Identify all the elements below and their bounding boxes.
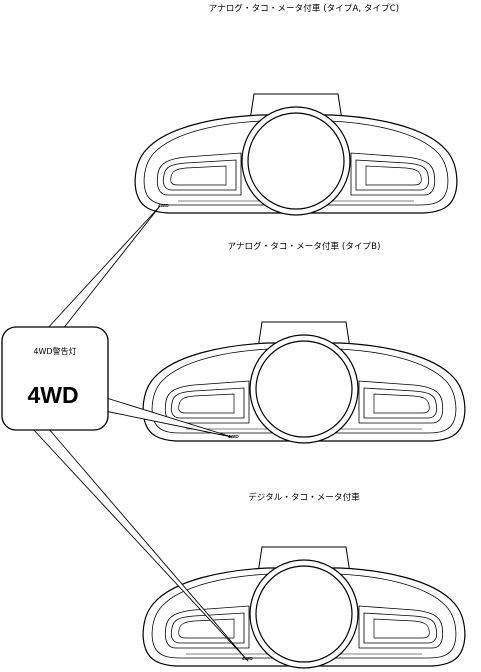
callout-4wd-warning-light: 4WD警告灯 4WD [1,326,109,431]
cluster-digital: 4WD [142,546,466,669]
callout-symbol-4wd: 4WD [27,382,78,408]
cluster-4wd-indicator: 4WD [242,656,253,662]
cluster-analog-type-a-c: 4WD [134,93,458,216]
caption-analog-type-a-c: アナログ・タコ・メータ付車 (タイプA, タイプC) [208,4,400,14]
cluster-analog-type-b: 4WD [142,321,466,444]
cluster-4wd-indicator: 4WD [228,434,239,440]
callout-title: 4WD警告灯 [33,346,76,356]
cluster-4wd-indicator: 4WD [158,203,169,209]
caption-digital: デジタル・タコ・メータ付車 [248,493,360,503]
caption-analog-type-b: アナログ・タコ・メータ付車 (タイプB) [227,242,381,252]
